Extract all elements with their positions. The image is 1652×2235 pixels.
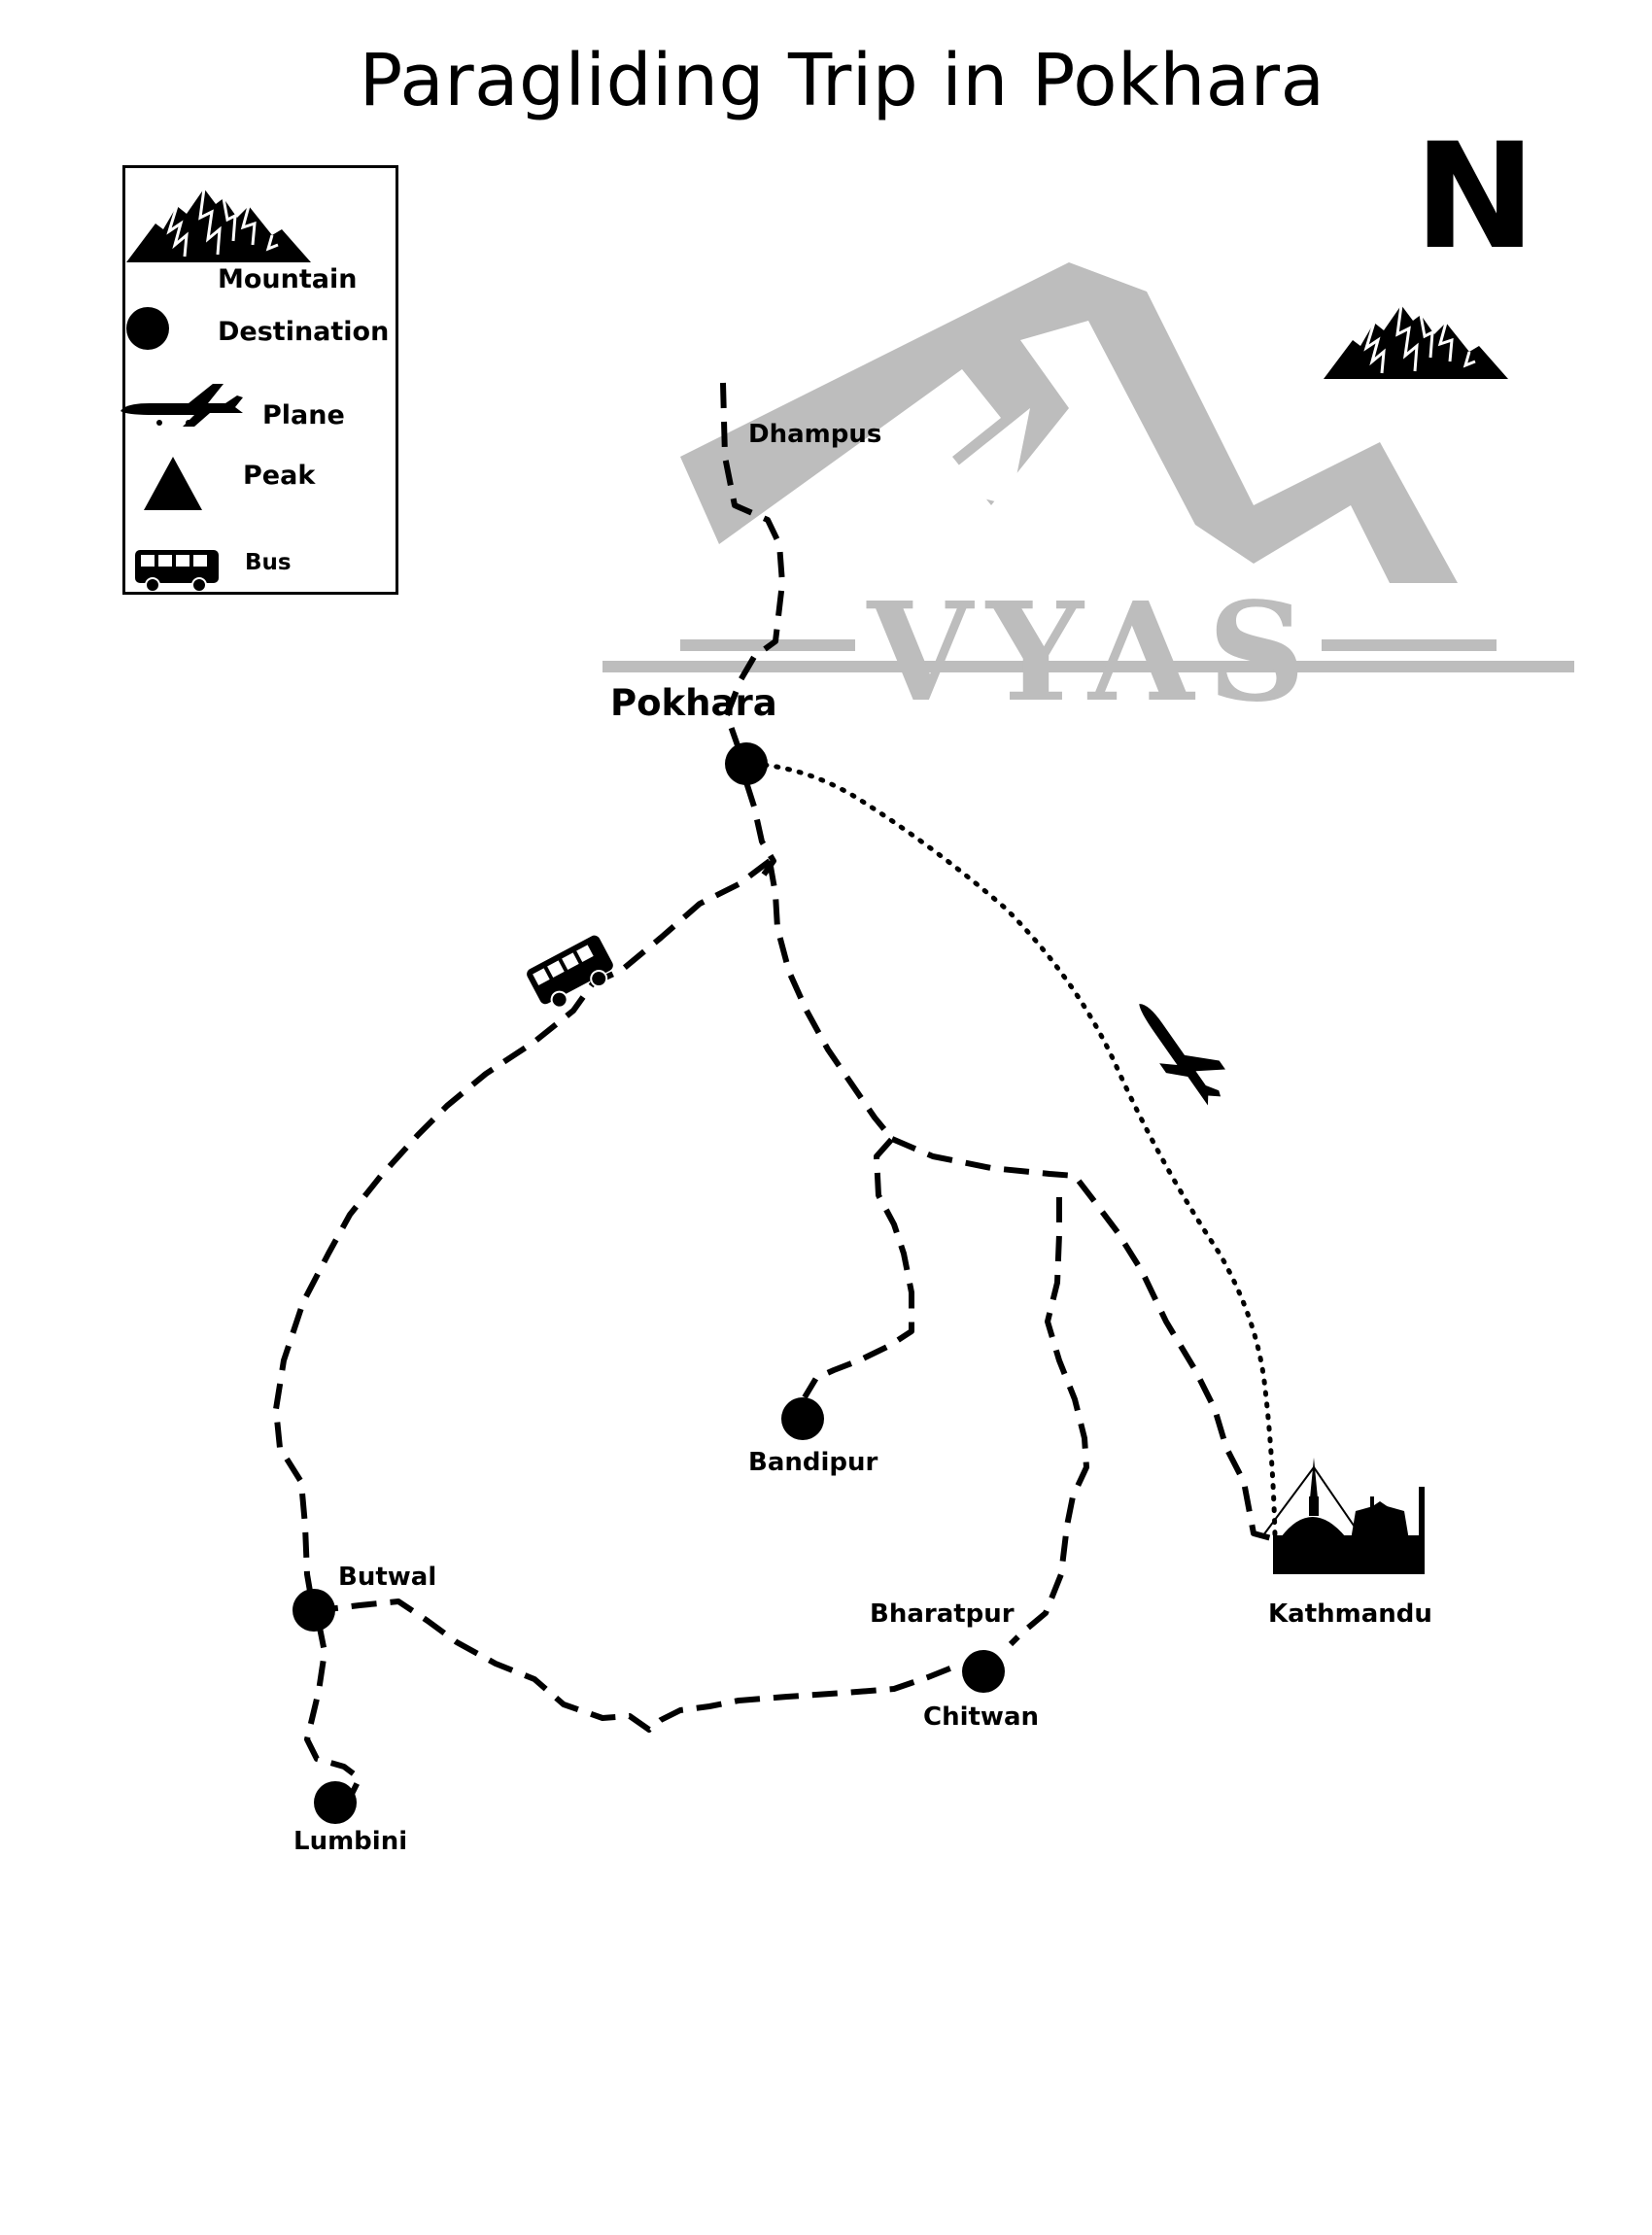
lumbini-dot — [314, 1781, 357, 1824]
pokhara-dot — [725, 742, 768, 785]
legend-label-bus: Bus — [245, 550, 292, 575]
place-label-bandipur: Bandipur — [748, 1448, 878, 1477]
place-label-lumbini: Lumbini — [293, 1827, 408, 1856]
legend-label-peak: Peak — [243, 461, 316, 491]
place-label-pokhara: Pokhara — [610, 682, 777, 724]
place-label-dhampus: Dhampus — [748, 420, 882, 449]
watermark-text: VYAS — [866, 573, 1319, 733]
legend-label-mountain: Mountain — [218, 264, 358, 294]
route-bus-icon — [527, 935, 613, 1009]
route-plane-icon — [1139, 1004, 1225, 1106]
route-butwal-lumbini — [304, 1622, 362, 1800]
route-pokhara-bandipur — [767, 860, 914, 1399]
legend-plane-icon — [120, 384, 243, 427]
place-label-butwal: Butwal — [338, 1563, 437, 1592]
flight-route-pokhara-kathmandu — [750, 761, 1278, 1538]
legend-label-destination: Destination — [218, 317, 390, 347]
butwal-dot — [293, 1589, 335, 1632]
route-junction-kathmandu — [890, 1136, 1276, 1542]
north-mountain-icon — [1322, 303, 1510, 381]
legend-label-plane: Plane — [262, 400, 345, 430]
bus-routes — [273, 382, 1276, 1800]
route-butwal-chitwan — [312, 1599, 954, 1733]
north-indicator: N — [1414, 113, 1536, 282]
legend-bus-icon — [135, 550, 219, 593]
place-label-bharatpur: Bharatpur — [870, 1599, 1015, 1629]
route-junction-chitwan — [1008, 1197, 1089, 1647]
route-dhampus-pokhara — [720, 382, 785, 749]
watermark-logo — [602, 262, 1574, 672]
route-pokhara-butwal — [273, 858, 772, 1609]
page-title: Paragliding Trip in Pokhara — [359, 39, 1325, 122]
legend-icons — [120, 187, 313, 593]
legend-box — [122, 165, 398, 595]
destination-dots — [293, 742, 1005, 1824]
place-label-chitwan: Chitwan — [923, 1702, 1040, 1732]
legend-peak-triangle-icon — [144, 457, 202, 510]
legend-destination-dot-icon — [126, 307, 169, 350]
place-label-kathmandu: Kathmandu — [1268, 1599, 1432, 1629]
chitwan-dot — [962, 1650, 1005, 1693]
kathmandu-skyline-icon — [1262, 1458, 1425, 1574]
bandipur-dot — [781, 1397, 824, 1440]
